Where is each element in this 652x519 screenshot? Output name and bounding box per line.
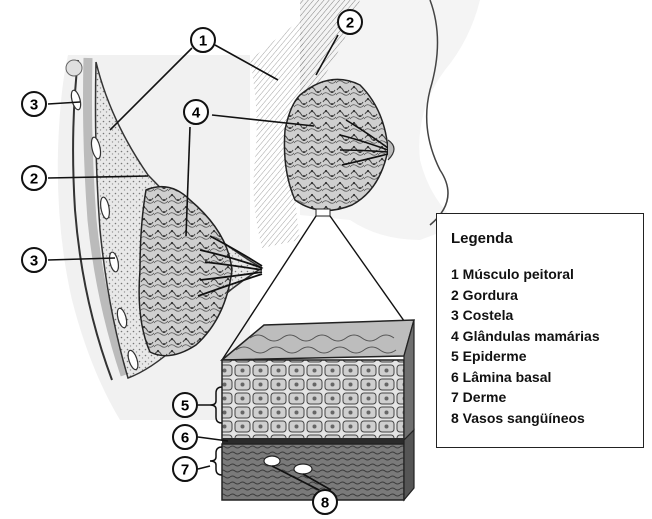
marker-3-top-label: 3 <box>30 97 38 114</box>
marker-2-right-label: 2 <box>346 15 354 32</box>
legend-box: Legenda 1 Músculo peitoral 2 Gordura 3 C… <box>436 213 644 448</box>
breast-external-view <box>250 0 480 248</box>
legend-item: 6 Lâmina basal <box>451 367 643 388</box>
marker-2-left-label: 2 <box>30 171 38 188</box>
legend-item: 3 Costela <box>451 305 643 326</box>
marker-8: 8 <box>313 490 337 514</box>
marker-1: 1 <box>191 28 215 52</box>
marker-1-label: 1 <box>199 33 207 50</box>
marker-5: 5 <box>173 393 197 417</box>
marker-7: 7 <box>173 457 197 481</box>
marker-2-left: 2 <box>22 166 46 190</box>
marker-3-top: 3 <box>22 92 46 116</box>
legend-item: 7 Derme <box>451 387 643 408</box>
legend-list: 1 Músculo peitoral 2 Gordura 3 Costela 4… <box>451 264 643 428</box>
marker-6: 6 <box>173 425 197 449</box>
marker-7-label: 7 <box>181 462 189 479</box>
marker-3-bottom-label: 3 <box>30 253 38 270</box>
legend-item: 4 Glândulas mamárias <box>451 326 643 347</box>
legend-item: 5 Epiderme <box>451 346 643 367</box>
legend-title: Legenda <box>451 230 643 247</box>
legend-item: 2 Gordura <box>451 285 643 306</box>
skin-tissue-block <box>222 320 414 500</box>
marker-2-right: 2 <box>338 10 362 34</box>
legend-item: 1 Músculo peitoral <box>451 264 643 285</box>
legend-item: 8 Vasos sangüíneos <box>451 408 643 429</box>
marker-4: 4 <box>184 100 208 124</box>
marker-3-bottom: 3 <box>22 248 46 272</box>
marker-8-label: 8 <box>321 495 329 512</box>
marker-5-label: 5 <box>181 398 189 415</box>
marker-4-label: 4 <box>192 105 201 122</box>
marker-6-label: 6 <box>181 430 189 447</box>
